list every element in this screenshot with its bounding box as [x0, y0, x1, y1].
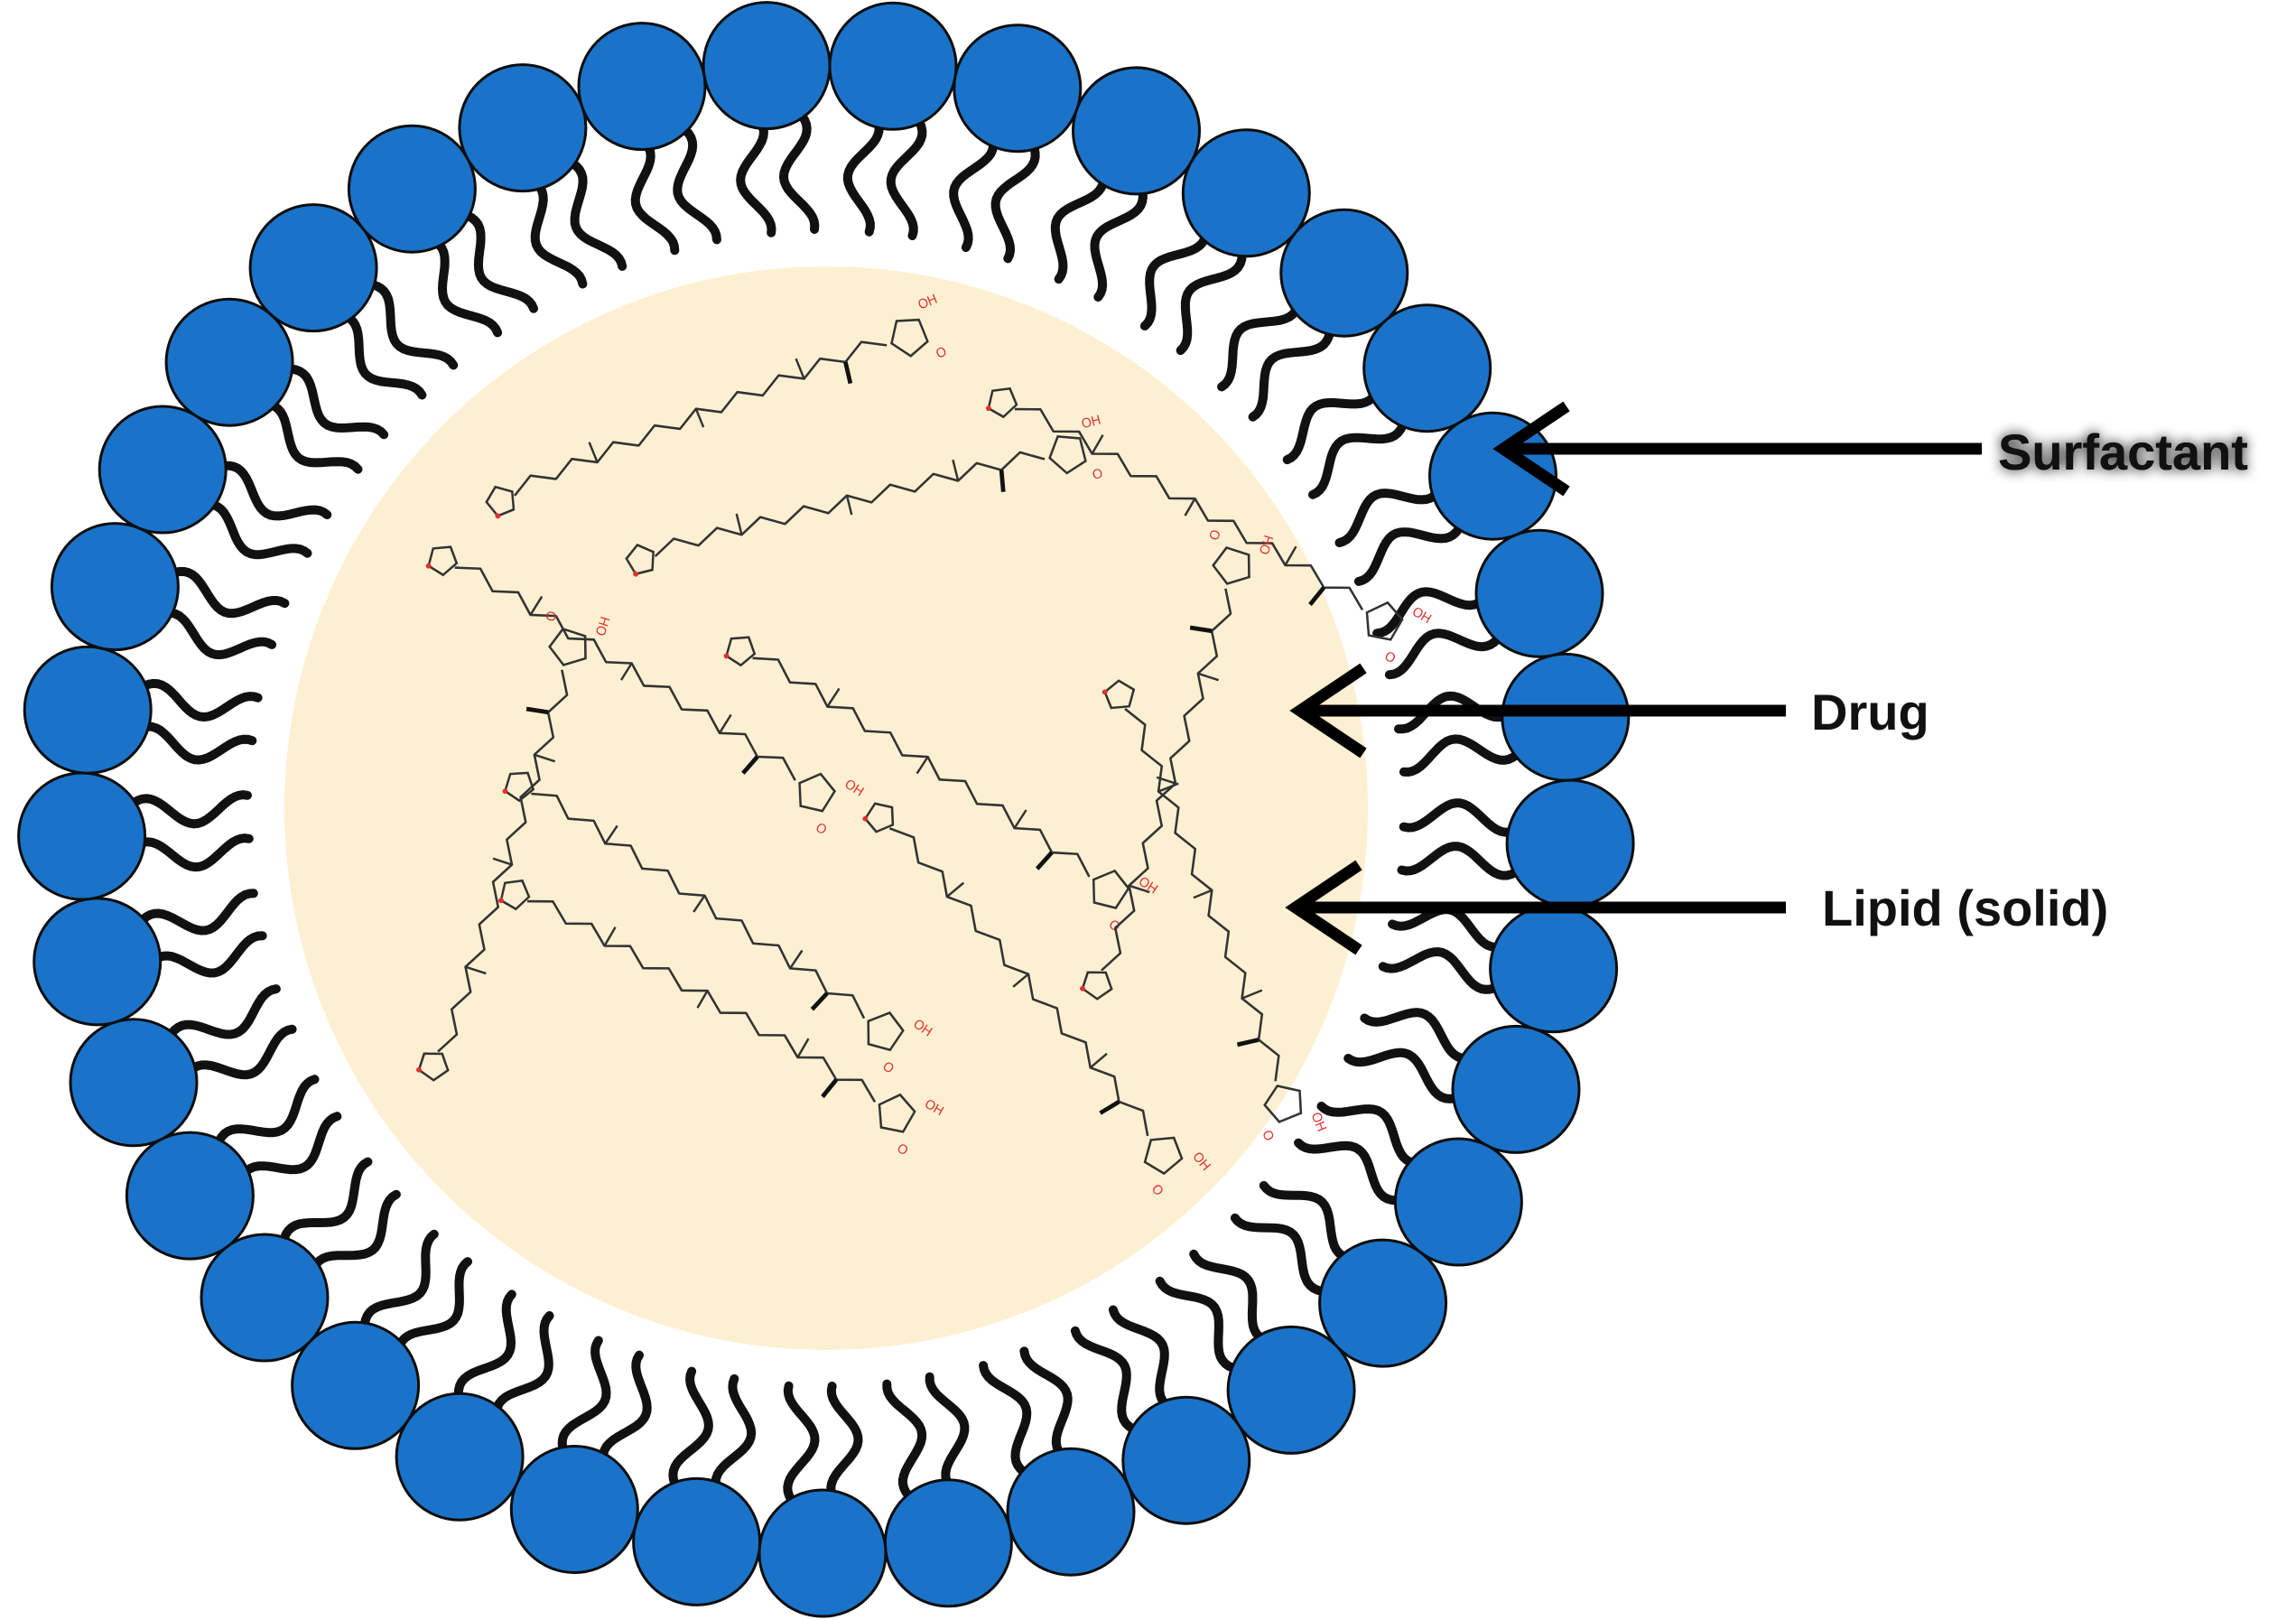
hydroxyl-label: OH: [591, 615, 611, 638]
surfactant-tail: [204, 461, 332, 521]
drug-label: Drug: [1811, 684, 1929, 740]
surfactant-tail: [778, 99, 820, 234]
surfactant-tail: [359, 1229, 439, 1345]
surfactant-tail: [209, 1075, 320, 1161]
lipid-arrow: [1285, 860, 1786, 955]
hydroxyl-label: OH: [916, 292, 940, 312]
lipid-core: [284, 266, 1368, 1350]
drug-molecule: OH O: [1080, 527, 1276, 1001]
surfactant-tail: [155, 566, 290, 619]
surfactant-tail: [1090, 172, 1148, 302]
surfactant-head: [702, 1, 832, 131]
surfactant-tail: [1397, 842, 1533, 880]
surfactant-tail: [668, 116, 721, 245]
surfactant-head: [395, 1392, 525, 1522]
surfactant-tail: [668, 1366, 713, 1503]
surfactant-head: [164, 297, 294, 427]
surfactant-head: [125, 1131, 255, 1261]
surfactant-tail: [1176, 234, 1247, 356]
surfactant-head: [17, 771, 147, 901]
hydroxyl-label: OH: [1307, 1111, 1328, 1134]
surfactant-head: [828, 1, 958, 131]
surfactant-head: [1318, 1238, 1448, 1368]
surfactant-tail: [453, 1289, 516, 1416]
surfactant-head: [1474, 528, 1604, 658]
hydroxyl-label: OH: [1255, 534, 1275, 556]
hydroxyl-label: OH: [1080, 413, 1102, 432]
surfactant-head: [69, 1018, 199, 1148]
hydroxyl-label: OH: [1409, 604, 1434, 627]
drug-molecule: OHO: [485, 292, 949, 519]
surfactant-tail: [127, 889, 258, 937]
surfactant-tail: [276, 1157, 373, 1260]
surfactant-head: [1181, 128, 1311, 258]
surfactant-head: [1451, 1024, 1581, 1154]
surfactant-head: [347, 124, 477, 254]
drug-molecule: OH O: [625, 413, 1104, 577]
surfactant-head: [1501, 652, 1631, 782]
surfactant-head: [1489, 904, 1619, 1034]
surfactant-head: [458, 63, 588, 193]
surfactant-head: [23, 645, 153, 775]
surfactant-head: [883, 1478, 1013, 1608]
surfactant-head: [33, 897, 163, 1027]
surfactant-head: [248, 203, 378, 333]
surfactant-tail: [352, 277, 459, 370]
surfactant-head: [1226, 1325, 1356, 1455]
surfactant-arrow: [1492, 401, 1982, 497]
surfactant-head: [1072, 66, 1201, 196]
surfactant-head: [291, 1320, 421, 1450]
surfactant-tail: [159, 984, 281, 1052]
surfactant-tail: [1384, 621, 1511, 680]
surfactant-tail: [1399, 734, 1533, 777]
surfactant-head: [1279, 208, 1409, 338]
surfactant-tail: [270, 364, 389, 440]
surfactant-tail: [1353, 508, 1471, 586]
surfactant-tail: [783, 1381, 820, 1517]
surfactant-head: [50, 522, 180, 652]
surfactant-head: [98, 405, 228, 535]
surfactant-tail: [1230, 1213, 1343, 1298]
drug-molecule: OH O: [425, 545, 866, 838]
oxygen-label: O: [1091, 466, 1104, 483]
surfactant-head: [577, 22, 707, 152]
surfactant-tail: [886, 104, 927, 240]
surfactant-head: [758, 1488, 888, 1618]
oxygen-label: O: [1381, 649, 1398, 667]
surfactant-label-glow: Surfactant: [1998, 424, 2248, 480]
surfactant-head: [632, 1476, 762, 1606]
surfactant-head: [1505, 778, 1635, 908]
surfactant-tail: [1343, 1047, 1475, 1103]
surfactant-head: [1121, 1395, 1251, 1525]
surfactant-heads: [17, 1, 1635, 1618]
surfactant-head: [509, 1445, 639, 1574]
surfactant-tail: [1378, 946, 1514, 994]
surfactant-tail: [1155, 1276, 1254, 1377]
surfactant-head: [1362, 303, 1492, 433]
drug-molecule: OH O: [416, 609, 612, 1082]
surfactant-tail: [554, 151, 627, 271]
surfactant-tail: [557, 1336, 611, 1469]
surfactant-label: Surfactant: [1998, 424, 2248, 480]
surfactant-tail: [448, 206, 538, 313]
surfactant-tail: [1294, 1138, 1418, 1206]
surfactant-tail: [1308, 405, 1412, 499]
oxygen-label: O: [542, 609, 559, 623]
surfactant-tail: [882, 1379, 927, 1512]
surfactant-head: [1006, 1447, 1136, 1577]
oxygen-label: O: [1205, 527, 1222, 542]
drug-arrow: [1289, 663, 1786, 759]
surfactant-tail: [126, 678, 263, 722]
surfactant-tail: [1248, 312, 1336, 422]
surfactant-head: [953, 23, 1083, 154]
lipid-label: Lipid (solid): [1822, 880, 2108, 936]
surfactant-tail: [116, 790, 252, 829]
surfactant-head: [1393, 1137, 1523, 1267]
surfactant-tail: [1070, 1326, 1152, 1440]
surfactant-head: [200, 1233, 330, 1363]
surfactant-tail: [990, 128, 1040, 264]
surfactant-tail: [979, 1361, 1042, 1485]
